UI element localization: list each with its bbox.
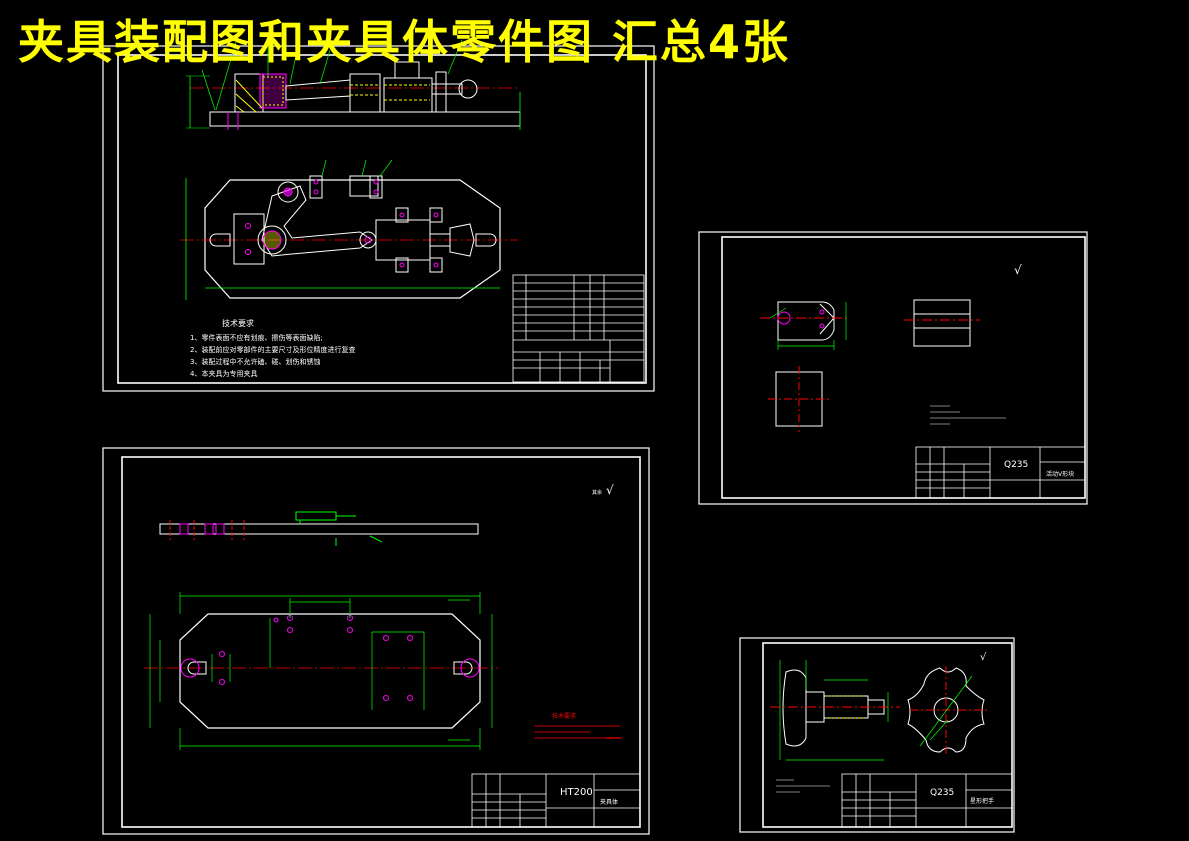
vblock-top-view xyxy=(768,366,830,432)
knob-title-block xyxy=(841,773,1013,828)
body-tech-requirements: 技术要求 xyxy=(534,712,622,739)
body-material: HT200 xyxy=(560,787,593,798)
roughness-mark: 其余 xyxy=(592,489,602,496)
vblock-part-name: 活动V形块 xyxy=(1046,470,1074,478)
roughness-mark: √ xyxy=(980,652,987,663)
sheet-v-block: √ xyxy=(698,231,1088,505)
assembly-top-view xyxy=(180,159,518,300)
knob-side-view xyxy=(907,666,990,756)
assembly-tech-heading: 技术要求 xyxy=(222,318,254,328)
sheet-star-knob: √ xyxy=(739,637,1015,833)
vblock-side-view xyxy=(904,299,980,347)
assembly-tech-note: 3、装配过程中不允许磕、碰、划伤和锈蚀 xyxy=(190,357,320,366)
knob-front-view xyxy=(770,660,900,761)
vblock-title-block xyxy=(915,446,1086,499)
roughness-mark: √ xyxy=(606,483,614,497)
assembly-tech-note: 4、本夹具为专用夹具 xyxy=(190,369,257,378)
page-title: 夹具装配图和夹具体零件图 汇总4张 xyxy=(18,15,791,69)
body-front-view xyxy=(159,511,479,546)
vblock-front-view xyxy=(760,301,850,350)
vblock-notes xyxy=(930,405,1006,425)
assembly-tech-requirements: 技术要求 1、零件表面不应有划痕、擦伤等表面缺陷; 2、装配前应对零部件的主要尺… xyxy=(190,318,355,378)
body-part-name: 夹具体 xyxy=(600,798,618,806)
body-title-block xyxy=(471,773,641,828)
sheet-assembly: 技术要求 1、零件表面不应有划痕、擦伤等表面缺陷; 2、装配前应对零部件的主要尺… xyxy=(102,35,655,392)
assembly-tech-note: 2、装配前应对零部件的主要尺寸及形位精度进行复查 xyxy=(190,345,355,354)
vblock-material: Q235 xyxy=(1004,460,1028,470)
roughness-mark: √ xyxy=(1014,263,1022,277)
body-top-view xyxy=(144,592,498,750)
body-tech-heading: 技术要求 xyxy=(552,712,576,720)
knob-material: Q235 xyxy=(930,788,954,798)
sheet-fixture-body: √ 其余 xyxy=(102,447,650,835)
knob-notes xyxy=(776,779,830,793)
assembly-tech-note: 1、零件表面不应有划痕、擦伤等表面缺陷; xyxy=(190,333,323,342)
assembly-title-block xyxy=(512,274,645,383)
knob-part-name: 星形把手 xyxy=(970,797,994,805)
assembly-front-view xyxy=(186,35,521,130)
